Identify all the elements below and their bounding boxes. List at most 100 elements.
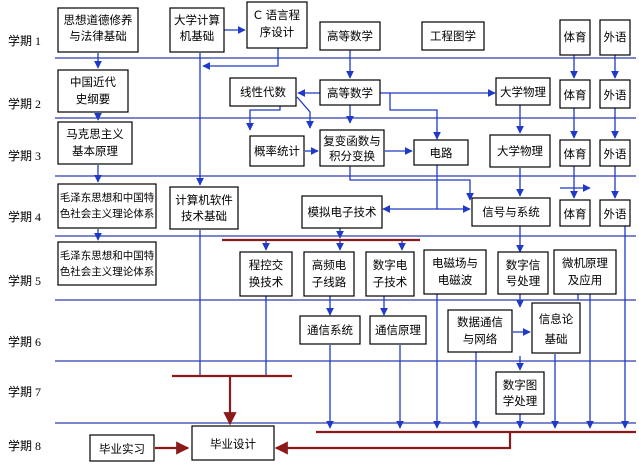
course-label: C 语言程 — [254, 8, 301, 22]
course-box: 电路 — [413, 139, 469, 166]
course-box: 高等数学 — [319, 79, 381, 106]
course-label: 毛泽东思想和中国特 — [60, 191, 155, 204]
course-label: 体育 — [564, 207, 587, 221]
course-box: 信号与系统 — [471, 197, 551, 227]
course-label: 大学物理 — [497, 144, 543, 158]
course-label: 与网络 — [463, 332, 498, 346]
course-label: 色社会主义理论体系 — [60, 265, 155, 278]
course-label: 换技术 — [249, 275, 284, 289]
course-label: 毕业设计 — [210, 437, 256, 451]
course-label: 体育 — [564, 88, 587, 102]
course-label: 史纲要 — [76, 92, 111, 106]
semester-label: 学期 5 — [8, 273, 41, 288]
course-label: 基本原理 — [72, 144, 118, 158]
course-box: 外语 — [599, 19, 631, 56]
course-box: 体育 — [559, 79, 591, 109]
course-label: 子技术 — [373, 275, 408, 289]
course-label: 及应用 — [568, 273, 603, 287]
course-label: 信号与系统 — [482, 205, 540, 219]
course-label: 中国近代 — [70, 75, 116, 89]
course-label: 数字图 — [503, 378, 538, 392]
course-box: 数据通信 与网络 — [447, 309, 513, 353]
course-label: 高等数学 — [327, 29, 373, 43]
semester-labels: 学期 1 学期 2 学期 3 学期 4 学期 5 学期 6 学期 7 学期 8 — [8, 33, 41, 453]
course-label: 基础 — [545, 332, 568, 346]
course-label: 信息论 — [539, 312, 574, 326]
course-box: 大学物理 — [495, 77, 551, 106]
course-label: 微机原理 — [562, 256, 608, 270]
course-box: 计算机软件 技术基础 — [169, 186, 239, 230]
course-box: 高频电 子线路 — [303, 251, 355, 297]
course-label: 外语 — [604, 147, 627, 161]
course-label: 积分变换 — [329, 149, 375, 163]
course-box: C 语言程 序设计 — [246, 1, 308, 49]
course-label: 概率统计 — [254, 144, 300, 158]
semester-label: 学期 8 — [8, 438, 41, 453]
course-box: 数字电 子技术 — [365, 251, 415, 297]
course-label: 外语 — [604, 207, 627, 221]
course-label: 高等数学 — [327, 86, 373, 100]
course-box: 外语 — [599, 139, 631, 167]
course-box: 模拟电子技术 — [301, 195, 383, 229]
course-label: 大学物理 — [500, 85, 546, 99]
course-label: 模拟电子技术 — [308, 205, 377, 219]
course-box: 毕业设计 — [191, 425, 275, 461]
course-label: 线性代数 — [240, 85, 286, 99]
course-label: 计算机软件 — [175, 193, 233, 207]
course-label: 外语 — [604, 88, 627, 102]
course-boxes: 思想道德修养 与法律基础 大学计算 机基础 C 语言程 序设计 高等数学 工程图… — [57, 1, 631, 462]
course-box: 微机原理 及应用 — [553, 249, 617, 295]
course-label: 毛泽东思想和中国特 — [60, 249, 155, 262]
course-box: 复变函数与 积分变换 — [319, 129, 385, 167]
course-box: 中国近代 史纲要 — [57, 69, 129, 113]
course-label: 电路 — [430, 146, 453, 160]
course-label: 子线路 — [312, 275, 347, 289]
course-box: 毕业实习 — [89, 434, 155, 462]
course-box: 外语 — [599, 79, 631, 109]
course-box: 马克思主义 基本原理 — [57, 121, 133, 165]
course-label: 色社会主义理论体系 — [60, 207, 155, 220]
course-box: 概率统计 — [249, 135, 305, 167]
course-box: 数字图 学处理 — [495, 371, 545, 415]
course-box: 信息论 基础 — [531, 302, 581, 354]
course-label: 外语 — [604, 30, 627, 44]
flow-lines — [94, 26, 629, 429]
course-label: 电磁场与 — [432, 256, 478, 270]
course-label: 思想道德修养 — [64, 13, 133, 27]
course-label: 毕业实习 — [99, 442, 145, 456]
course-label: 马克思主义 — [66, 127, 124, 141]
course-box: 程控交 换技术 — [239, 251, 293, 297]
course-box: 电磁场与 电磁波 — [423, 249, 487, 295]
course-box: 体育 — [559, 139, 591, 167]
course-box: 外语 — [599, 199, 631, 227]
course-label: 数字信 — [506, 258, 541, 272]
course-label: 大学计算 — [174, 13, 220, 27]
course-label: 工程图学 — [430, 29, 476, 43]
semester-label: 学期 3 — [8, 148, 41, 163]
course-label: 通信原理 — [375, 323, 421, 337]
semester-label: 学期 2 — [8, 96, 41, 111]
course-box: 大学物理 — [489, 134, 551, 168]
course-box: 毛泽东思想和中国特 色社会主义理论体系 — [57, 183, 157, 229]
course-label: 程控交 — [249, 258, 284, 272]
course-label: 数字电 — [373, 258, 408, 272]
course-box: 体育 — [559, 19, 591, 56]
course-box: 数字信 号处理 — [497, 251, 549, 295]
course-label: 高频电 — [312, 258, 347, 272]
course-box: 体育 — [559, 199, 591, 227]
course-box: 毛泽东思想和中国特 色社会主义理论体系 — [57, 241, 157, 286]
final-lines — [155, 238, 636, 455]
course-label: 学处理 — [503, 394, 538, 408]
course-box: 思想道德修养 与法律基础 — [57, 7, 139, 53]
semester-label: 学期 1 — [8, 33, 41, 48]
course-label: 与法律基础 — [69, 29, 127, 43]
semester-label: 学期 7 — [8, 384, 41, 399]
course-label: 体育 — [564, 30, 587, 44]
course-box: 线性代数 — [229, 77, 297, 107]
semester-label: 学期 4 — [8, 209, 41, 224]
course-box: 大学计算 机基础 — [169, 7, 225, 53]
course-label: 机基础 — [180, 29, 215, 43]
course-label: 复变函数与 — [323, 134, 381, 148]
course-box: 高等数学 — [319, 21, 381, 51]
